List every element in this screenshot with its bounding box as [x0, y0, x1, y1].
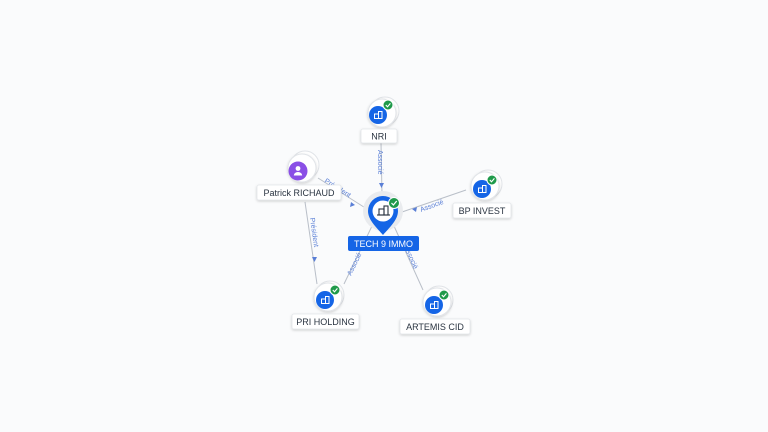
edge-patrick-pri: Président: [304, 201, 319, 285]
arrow-patrick-center: [350, 202, 355, 207]
node-label-pri: PRI HOLDING: [296, 317, 355, 327]
person-icon: [293, 166, 303, 176]
center-node[interactable]: TECH 9 IMMO: [348, 191, 419, 251]
edge-nri-center: Associé: [376, 142, 384, 196]
building-icon: [377, 205, 390, 216]
node-label-bp: BP INVEST: [459, 206, 506, 216]
arrow-nri-center: [379, 183, 384, 188]
verified-check-icon: [382, 99, 394, 111]
building-icon: [430, 301, 439, 309]
verified-check-icon: [438, 289, 450, 301]
edge-artemis-center: Associé: [393, 225, 424, 291]
node-label-patrick: Patrick RICHAUD: [263, 188, 335, 198]
node-label-artemis: ARTEMIS CID: [406, 322, 464, 332]
node-nri[interactable]: NRI: [360, 96, 400, 144]
edge-label-pri: Associé: [347, 252, 364, 277]
node-patrick-richaud[interactable]: Patrick RICHAUD: [256, 150, 342, 201]
node-artemis-cid[interactable]: ARTEMIS CID: [399, 285, 471, 335]
center-node-label-box: [348, 236, 419, 251]
edge-label-bp: Associé: [419, 199, 445, 214]
building-icon: [478, 185, 487, 193]
verified-check-icon: [486, 174, 498, 186]
arrow-bp-center: [412, 207, 417, 212]
edge-label-nri: Associé: [376, 150, 383, 175]
node-pri-holding[interactable]: PRI HOLDING: [291, 280, 360, 330]
node-bp-invest[interactable]: BP INVEST: [452, 169, 512, 219]
verified-check-icon: [329, 284, 341, 296]
node-label-nri: NRI: [371, 132, 387, 142]
edge-label-patrick-pri: Président: [308, 217, 319, 247]
building-icon: [321, 296, 330, 304]
verified-check-icon: [388, 197, 400, 209]
center-node-label: TECH 9 IMMO: [354, 239, 413, 249]
edge-pri-center: Associé: [343, 225, 373, 285]
arrow-patrick-pri: [312, 257, 317, 262]
building-icon: [374, 111, 383, 119]
